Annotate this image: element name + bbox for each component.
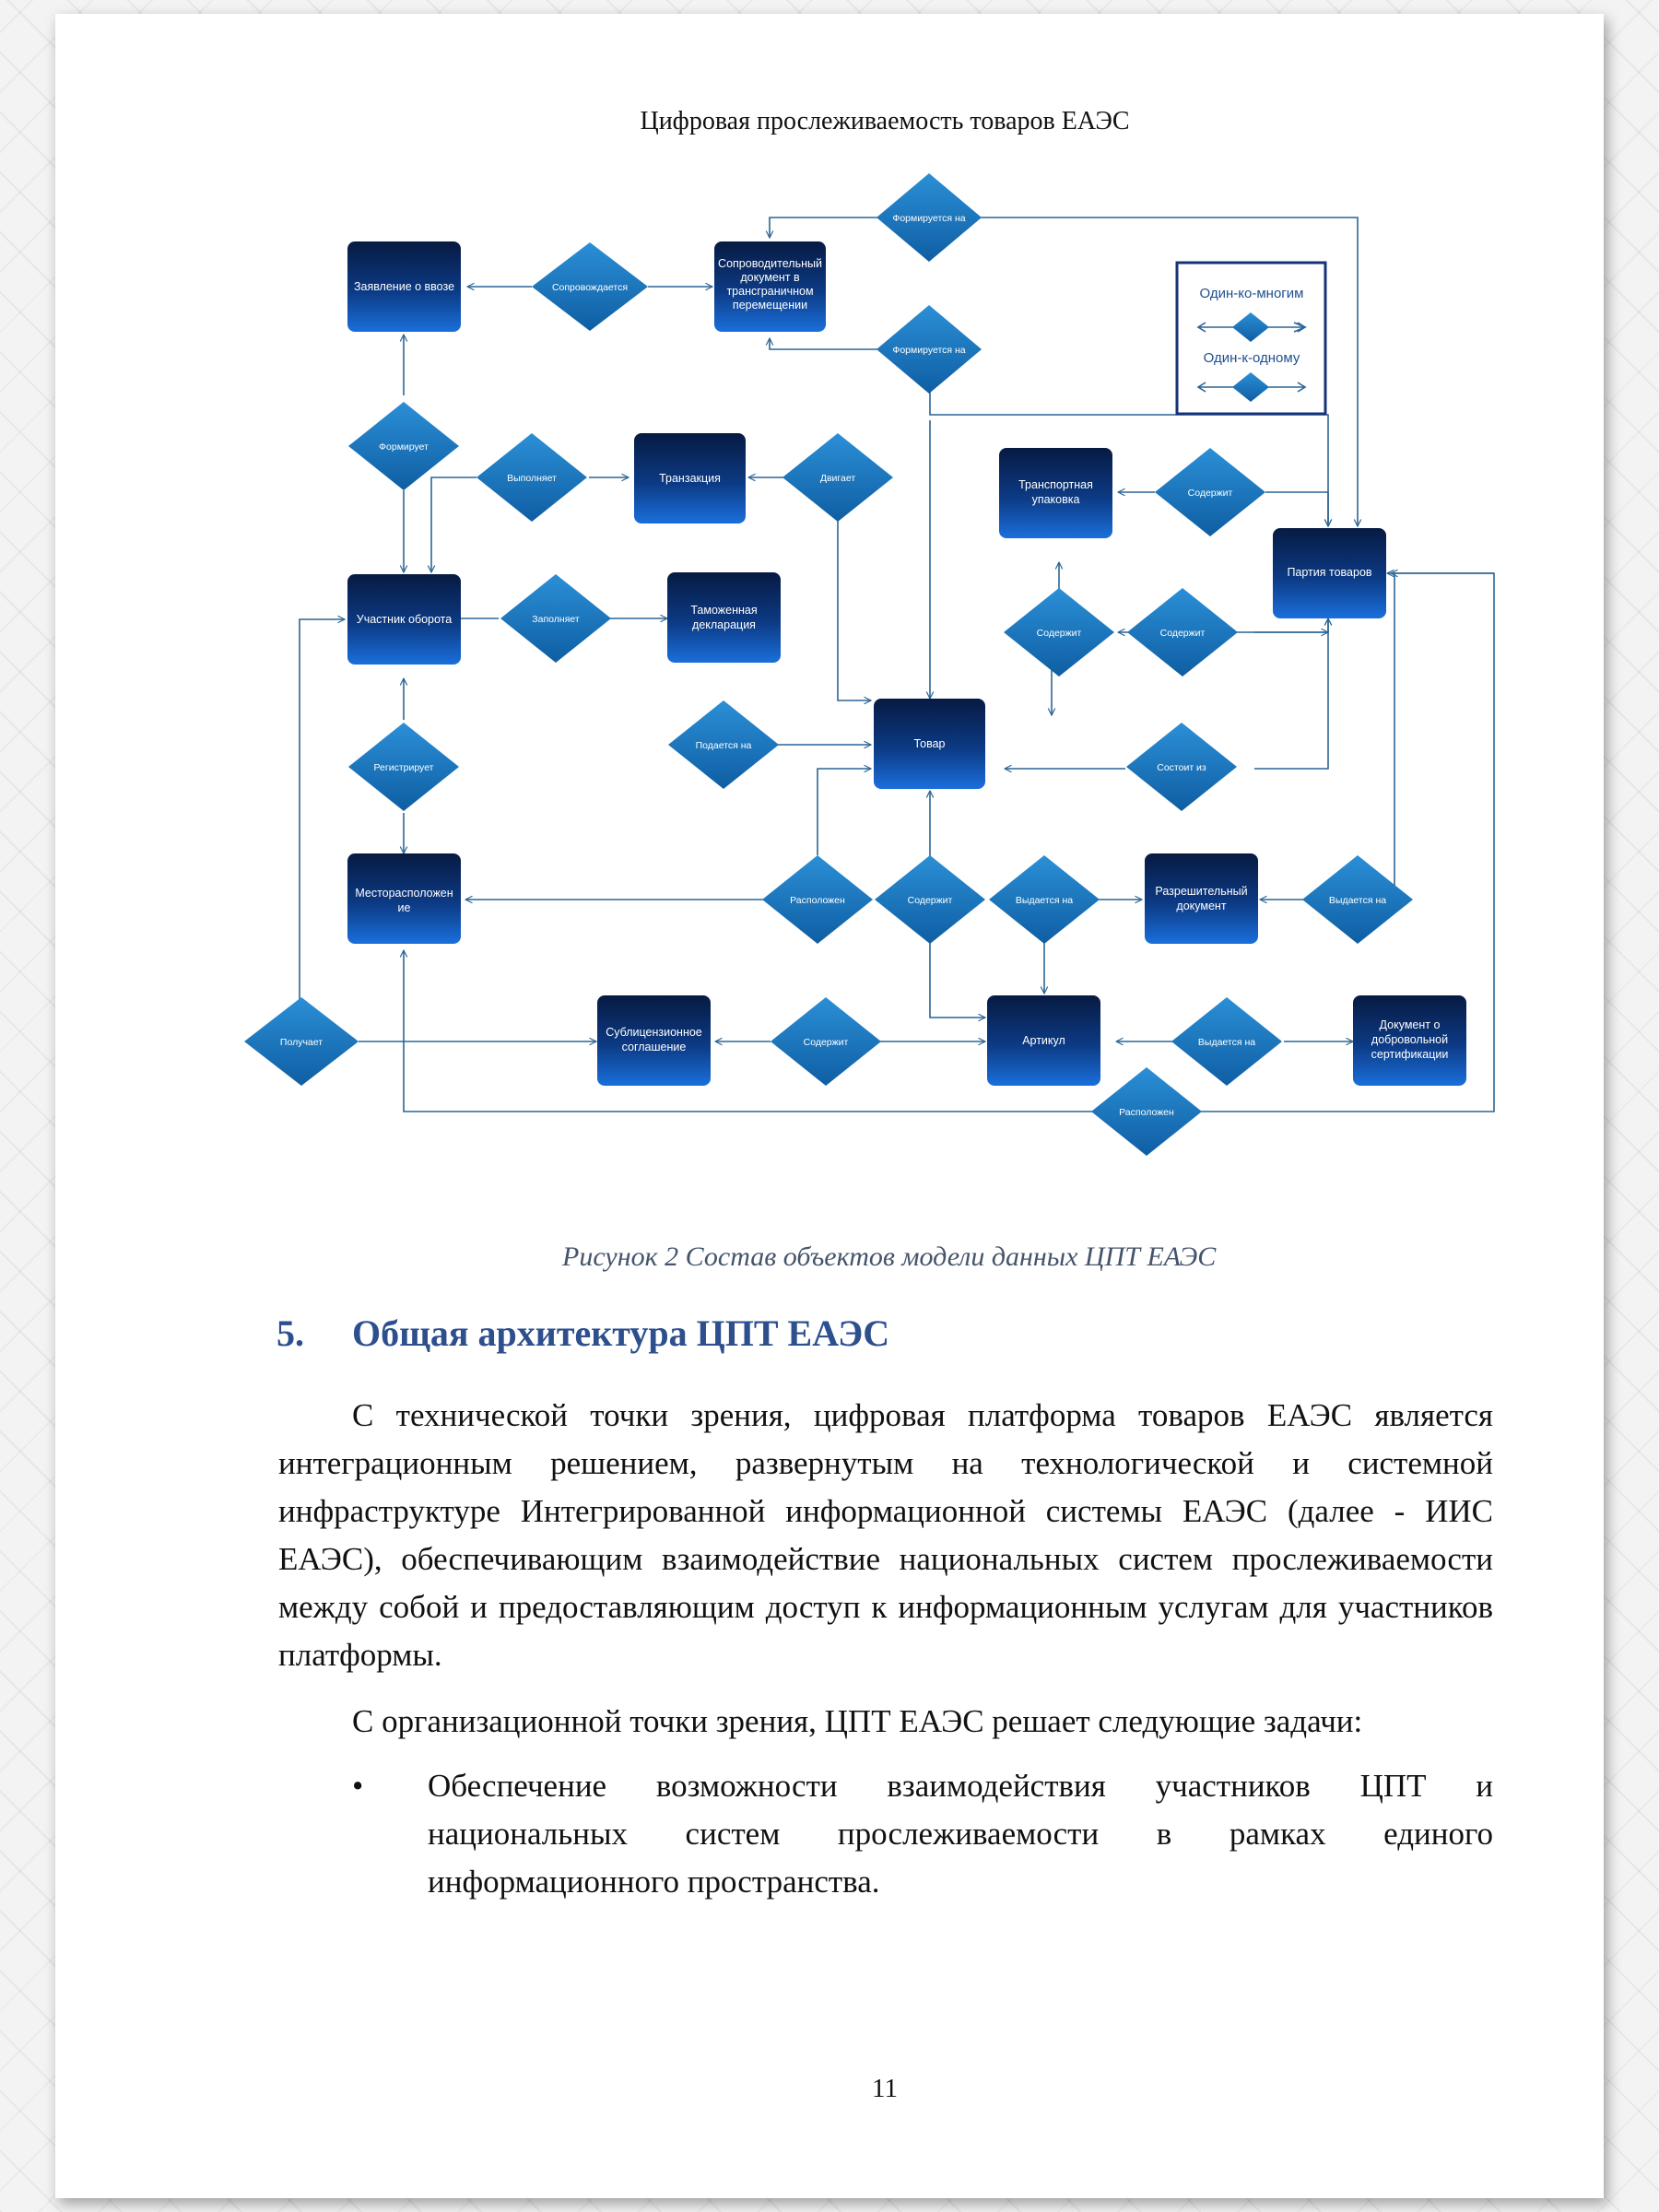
bullet-text: Обеспечение возможности взаимодействия у… (428, 1768, 1493, 1900)
document-page (55, 14, 1604, 2198)
svg-text:Документ о: Документ о (1380, 1018, 1441, 1031)
svg-text:Транзакция: Транзакция (659, 472, 721, 485)
svg-text:соглашение: соглашение (622, 1041, 687, 1053)
rel-raspolozhen-tovar: Расположен (762, 855, 873, 944)
svg-text:Партия товаров: Партия товаров (1287, 566, 1371, 579)
svg-text:Таможенная: Таможенная (690, 604, 757, 617)
rel-soderzhit-partiya: Содержит (1127, 588, 1238, 677)
svg-text:документ: документ (1176, 900, 1226, 912)
rel-soderzhit-upakovka: Содержит (1155, 448, 1265, 536)
svg-text:Двигает: Двигает (820, 473, 855, 484)
svg-text:Заполняет: Заполняет (532, 614, 580, 625)
entity-mestoraspolozhenie: Месторасположен ие (347, 853, 461, 944)
rel-formiruetsya-na-top: Формируется на (877, 173, 982, 262)
svg-text:Один-ко-многим: Один-ко-многим (1200, 286, 1304, 301)
svg-text:Подается на: Подается на (696, 740, 752, 751)
rel-vydaetsya-na-partiya: Выдается на (1302, 855, 1413, 944)
rel-poluchaet: Получает (244, 997, 359, 1086)
rel-soprovozhdaetsya: Сопровождается (532, 242, 648, 331)
svg-text:Содержит: Содержит (1037, 628, 1082, 639)
svg-text:Содержит: Содержит (908, 895, 953, 906)
page-number: 11 (872, 2074, 898, 2103)
svg-text:Формируется на: Формируется на (892, 345, 965, 356)
section-number: 5. (276, 1312, 304, 1354)
svg-text:Состоит из: Состоит из (1157, 762, 1206, 773)
entity-tranzakciya: Транзакция (634, 433, 746, 524)
entity-transportnaya-upakovka: Транспортная упаковка (999, 448, 1112, 538)
svg-text:трансграничном: трансграничном (726, 285, 813, 298)
svg-text:ие: ие (398, 901, 411, 914)
rel-raspolozhen-bottom: Расположен (1091, 1067, 1202, 1156)
rel-vypolnyaet: Выполняет (477, 433, 587, 522)
svg-text:Транспортная: Транспортная (1018, 478, 1093, 491)
svg-text:Выполняет: Выполняет (507, 473, 557, 484)
figure-caption: Рисунок 2 Состав объектов модели данных … (562, 1241, 1217, 1272)
entity-artikul: Артикул (987, 995, 1100, 1086)
entity-dokument-sertifikacii: Документ о добровольной сертификации (1353, 995, 1466, 1086)
rel-soderzhit-sublicenzionnoe: Содержит (771, 997, 881, 1086)
diagram-legend: Один-ко-многим Один-к-одному (1175, 261, 1327, 416)
rel-vydaetsya-na-sertifikacii: Выдается на (1171, 997, 1282, 1086)
entity-tamozhennaya-deklaraciya: Таможенная декларация (667, 572, 781, 663)
svg-text:Формирует: Формирует (379, 441, 429, 453)
svg-text:документ в: документ в (740, 271, 800, 284)
svg-text:Сопровождается: Сопровождается (552, 282, 628, 293)
svg-text:Сублицензионное: Сублицензионное (606, 1026, 702, 1039)
section-title: Общая архитектура ЦПТ ЕАЭС (352, 1312, 890, 1354)
svg-text:Выдается на: Выдается на (1329, 895, 1386, 906)
er-diagram: Заявление о ввозе Сопроводительный докум… (244, 173, 1495, 1156)
entity-uchastnik-oborota: Участник оборота (347, 574, 461, 665)
legend-one-to-many-symbol (1196, 312, 1308, 342)
rel-vydaetsya-na-razreshitelnyj: Выдается на (989, 855, 1100, 944)
svg-text:Регистрирует: Регистрирует (374, 762, 434, 773)
svg-text:Участник оборота: Участник оборота (357, 613, 452, 626)
rel-zapolnyaet: Заполняет (500, 574, 611, 663)
svg-text:Расположен: Расположен (1119, 1107, 1174, 1118)
svg-text:сертификации: сертификации (1371, 1048, 1449, 1061)
rel-soderzhit-artikul: Содержит (875, 855, 985, 944)
rel-formiruetsya-na-2: Формируется на (877, 305, 982, 394)
svg-text:Получает: Получает (280, 1037, 323, 1048)
rel-soderzhit-upakovka-tovar: Содержит (1004, 588, 1114, 677)
section-heading: 5. Общая архитектура ЦПТ ЕАЭС (276, 1312, 889, 1355)
svg-text:Выдается на: Выдается на (1016, 895, 1073, 906)
svg-text:упаковка: упаковка (1032, 493, 1080, 506)
legend-one-to-one-symbol (1196, 372, 1307, 402)
entity-sublicenzionnoe-soglashenie: Сублицензионное соглашение (597, 995, 711, 1086)
rel-registriruet: Регистрирует (348, 723, 459, 811)
entity-zayavlenie-o-vvoze: Заявление о ввозе (347, 241, 461, 332)
svg-text:Содержит: Содержит (804, 1037, 849, 1048)
svg-text:Разрешительный: Разрешительный (1155, 885, 1247, 898)
svg-text:Месторасположен: Месторасположен (355, 887, 453, 900)
rel-formiruet: Формирует (348, 402, 459, 490)
svg-text:Формируется на: Формируется на (892, 213, 965, 224)
svg-text:перемещении: перемещении (733, 299, 807, 312)
svg-text:Сопроводительный: Сопроводительный (718, 257, 822, 270)
entity-tovar: Товар (874, 699, 985, 789)
svg-text:добровольной: добровольной (1371, 1033, 1448, 1046)
connector-lines (299, 217, 1495, 1112)
svg-text:Товар: Товар (913, 737, 945, 750)
entity-soprovoditelnyj-dokument: Сопроводительный документ в трансграничн… (714, 241, 826, 332)
svg-text:декларация: декларация (692, 618, 756, 631)
bullet-marker: • (352, 1768, 364, 1804)
rel-podaetsya-na: Подается на (668, 700, 779, 789)
body-paragraph: С организационной точки зрения, ЦПТ ЕАЭС… (352, 1703, 1363, 1739)
svg-text:Артикул: Артикул (1022, 1034, 1065, 1047)
svg-text:Содержит: Содержит (1188, 488, 1233, 499)
body-paragraph: С технической точки зрения, цифровая пла… (278, 1397, 1493, 1673)
rel-sostoit-iz: Состоит из (1126, 723, 1237, 811)
svg-text:Выдается на: Выдается на (1198, 1037, 1255, 1048)
svg-text:Расположен: Расположен (790, 895, 845, 906)
rel-dvigaet: Двигает (782, 433, 893, 522)
svg-text:Содержит: Содержит (1160, 628, 1206, 639)
svg-text:Один-к-одному: Один-к-одному (1204, 350, 1300, 366)
entity-partiya-tovarov: Партия товаров (1273, 528, 1386, 618)
running-header: Цифровая прослеживаемость товаров ЕАЭС (640, 107, 1130, 135)
svg-text:Заявление о ввозе: Заявление о ввозе (354, 280, 454, 293)
entity-razreshitelnyj-dokument: Разрешительный документ (1145, 853, 1258, 944)
